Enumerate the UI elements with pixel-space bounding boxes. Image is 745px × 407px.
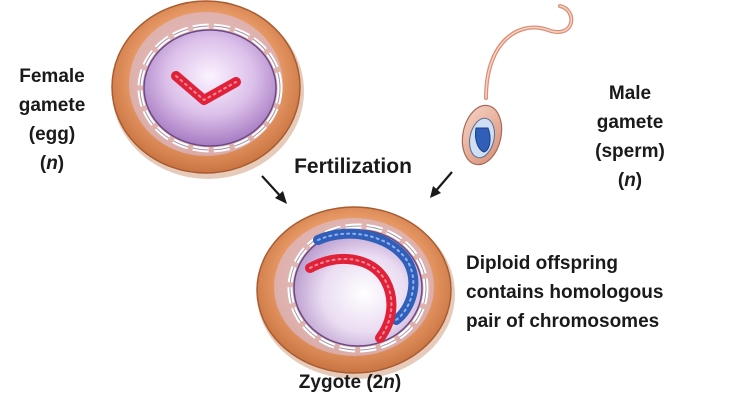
male-gamete-label: Male gamete (sperm) (n) [585, 79, 675, 195]
fertilization-label: Fertilization [268, 152, 438, 182]
female-gamete-line1: Female [2, 62, 102, 91]
sperm-cell [457, 6, 571, 168]
diploid-note-line2: contains homologous [466, 278, 742, 307]
female-gamete-ploidy: (n) [2, 149, 102, 178]
diploid-note-line1: Diploid offspring [466, 249, 742, 278]
diploid-note-line3: pair of chromosomes [466, 307, 742, 336]
male-gamete-line1: Male [585, 79, 675, 108]
female-gamete-line2: gamete [2, 91, 102, 120]
male-gamete-line2: gamete [585, 108, 675, 137]
diploid-offspring-note: Diploid offspring contains homologous pa… [466, 249, 742, 336]
female-gamete-label: Female gamete (egg) (n) [2, 62, 102, 178]
egg-nucleus [140, 26, 280, 150]
zygote-nucleus [290, 226, 426, 350]
female-gamete-line3: (egg) [2, 120, 102, 149]
zygote-label: Zygote (2n) [260, 368, 440, 397]
male-gamete-line3: (sperm) [585, 137, 675, 166]
male-gamete-ploidy: (n) [585, 166, 675, 195]
sperm-tail [486, 6, 571, 98]
